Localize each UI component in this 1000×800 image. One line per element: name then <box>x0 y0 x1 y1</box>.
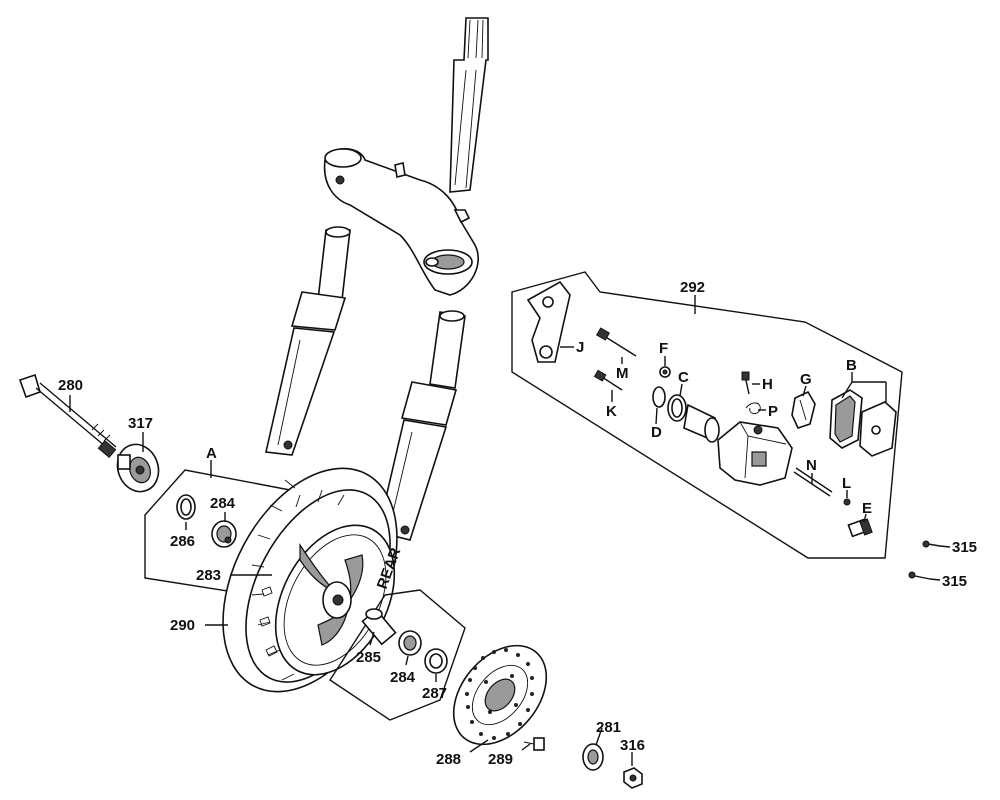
part-P <box>745 402 761 415</box>
part-286 <box>176 494 196 520</box>
part-K-bolt <box>593 369 623 391</box>
label-K: K <box>606 403 617 420</box>
part-B-pads <box>829 389 897 457</box>
part-317 <box>116 443 160 493</box>
label-288: 288 <box>436 751 461 768</box>
caliper-body <box>717 421 793 486</box>
fork-leg-left <box>265 226 351 456</box>
label-P: P <box>768 403 778 420</box>
label-285: 285 <box>356 649 381 666</box>
wheel-rim: REAR <box>274 524 404 676</box>
label-B: B <box>846 357 857 374</box>
steering-stem <box>449 17 489 193</box>
caliper-group-outline <box>511 271 903 559</box>
leader-lines <box>69 295 951 766</box>
part-315-lower <box>908 571 931 580</box>
axle <box>18 373 117 459</box>
label-J: J <box>576 339 584 356</box>
part-M-bolt <box>595 327 637 357</box>
label-317: 317 <box>128 415 153 432</box>
label-281: 281 <box>596 719 621 736</box>
label-284-lower: 284 <box>390 669 416 686</box>
hub-parts-outline <box>329 589 466 721</box>
part-C <box>667 394 687 422</box>
label-287: 287 <box>422 685 447 702</box>
label-L: L <box>842 475 851 492</box>
part-D <box>652 386 666 408</box>
label-284-upper: 284 <box>210 495 236 512</box>
label-D: D <box>651 424 662 441</box>
part-285 <box>361 608 397 646</box>
label-292: 292 <box>680 279 705 296</box>
label-315-lower: 315 <box>942 573 967 590</box>
label-C: C <box>678 369 689 386</box>
label-289: 289 <box>488 751 513 768</box>
label-N: N <box>806 457 817 474</box>
label-283: 283 <box>196 567 221 584</box>
part-316 <box>623 767 643 789</box>
caliper-piston <box>683 403 720 443</box>
part-284-lower <box>398 630 422 656</box>
label-286: 286 <box>170 533 195 550</box>
triple-clamp <box>323 147 479 296</box>
label-F: F <box>659 340 668 357</box>
label-290: 290 <box>170 617 195 634</box>
part-284-upper <box>211 520 237 548</box>
label-H: H <box>762 376 773 393</box>
label-E: E <box>862 500 872 517</box>
part-J-bracket <box>526 280 571 363</box>
part-289 <box>523 737 545 751</box>
fork-leg-right <box>377 310 466 541</box>
part-G <box>791 390 816 429</box>
brake-disc <box>452 644 548 746</box>
label-A: A <box>206 445 217 462</box>
label-280: 280 <box>58 377 83 394</box>
label-315-upper: 315 <box>952 539 977 556</box>
part-287 <box>424 648 448 674</box>
part-L <box>843 498 851 506</box>
part-315-upper <box>922 540 941 548</box>
part-F <box>659 366 671 378</box>
label-G: G <box>800 371 812 388</box>
label-M: M <box>616 365 629 382</box>
part-H <box>741 371 750 395</box>
label-316: 316 <box>620 737 645 754</box>
part-E-bolt <box>847 518 873 538</box>
part-281 <box>582 743 604 771</box>
callout-labels: 280 317 A 284 286 283 290 285 284 287 28… <box>58 279 977 768</box>
